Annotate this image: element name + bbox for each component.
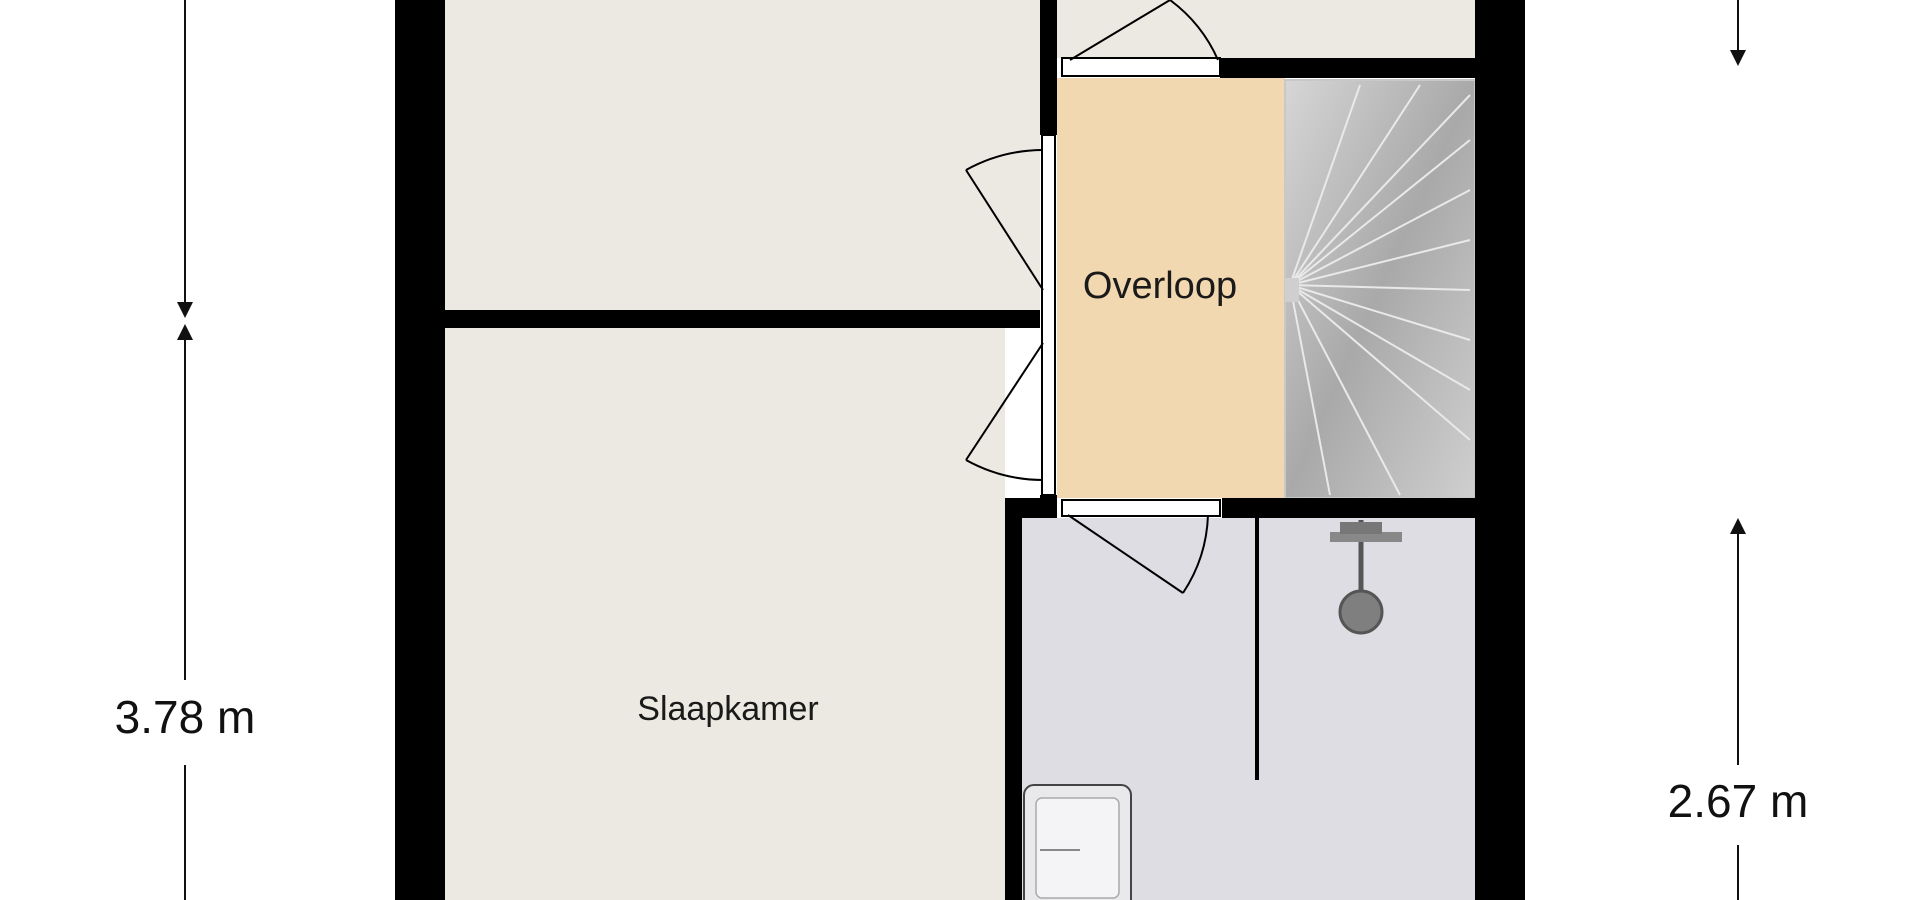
top-right-room-floor (1057, 0, 1475, 58)
door-frames (1041, 57, 1221, 517)
bedroom-top-floor (445, 0, 1040, 310)
left-dimension-label: 3.78 m (115, 691, 256, 743)
doors (965, 0, 1219, 594)
walls (395, 0, 1525, 900)
washbasin (1023, 784, 1132, 900)
shower-fixture (1330, 520, 1402, 635)
landing-floor (1057, 78, 1285, 498)
right-dimension: 2.67 m (1668, 0, 1809, 900)
right-dimension-label: 2.67 m (1668, 775, 1809, 827)
staircase (1284, 79, 1476, 499)
bedroom-floor (445, 328, 1005, 900)
slaapkamer-label: Slaapkamer (637, 690, 818, 728)
left-dimension: 3.78 m (115, 0, 256, 900)
overloop-label: Overloop (1083, 265, 1237, 307)
